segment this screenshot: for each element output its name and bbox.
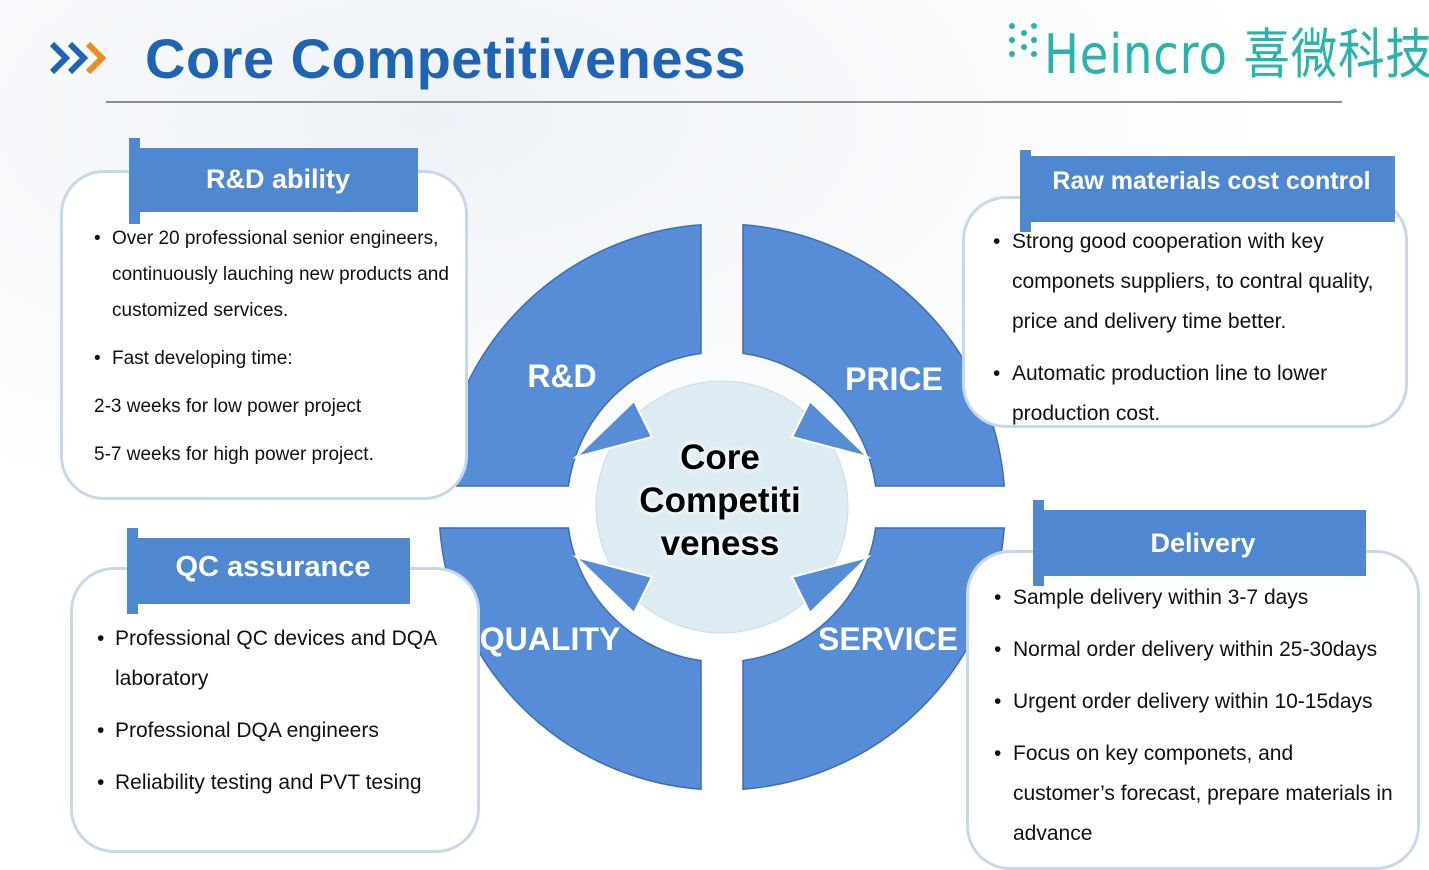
bullet-text-line: advance <box>1013 822 1093 845</box>
bullet-text-line: Reliability testing and PVT tesing <box>115 771 422 794</box>
bullet-marker: • <box>97 719 105 742</box>
bullet-item: • Professional DQA engineers <box>97 711 467 751</box>
segment-label-quality: QUALITY <box>479 621 621 657</box>
bullet-marker: • <box>94 228 101 249</box>
price-tag-bar <box>1020 150 1031 232</box>
segment-label-rd: R&D <box>527 358 597 394</box>
center-line: Competiti <box>639 481 801 520</box>
segment-label-price: PRICE <box>845 361 943 397</box>
bullet-text-line: Sample delivery within 3-7 days <box>1013 586 1309 609</box>
bullet-text-line: Professional QC devices and DQA <box>115 627 438 650</box>
bullet-text-line: Professional DQA engineers <box>115 719 379 742</box>
segment-service-arrow <box>790 555 872 615</box>
delivery-tag-bar <box>1033 500 1044 586</box>
qc-heading: QC assurance <box>136 538 410 604</box>
bullet-text-line: Normal order delivery within 25-30days <box>1013 638 1378 661</box>
rd-tag-bar <box>129 138 140 224</box>
bullet-text-line: customized services. <box>112 300 289 321</box>
rd-heading: R&D ability <box>138 148 418 212</box>
bullet-text-line: customer’s forecast, prepare materials i… <box>1013 782 1393 805</box>
price-heading: Raw materials cost control <box>1028 156 1395 222</box>
bullet-text-line: 5-7 weeks for high power project. <box>94 444 374 465</box>
segment-quality <box>438 527 702 791</box>
bullet-marker: • <box>97 771 105 794</box>
bullet-text-line: continuously lauching new products and <box>112 264 449 285</box>
bullet-item: • Focus on key componets, and customer’s f… <box>994 734 1414 854</box>
bullet-text-line: Over 20 professional senior engineers, <box>112 228 439 249</box>
bullet-item: • Sample delivery within 3-7 days <box>994 578 1414 618</box>
center-line: veness <box>660 524 780 563</box>
bullet-marker: • <box>994 690 1002 713</box>
company-logo: Heincro 喜微科技 <box>1000 8 1429 86</box>
center-line: Core <box>680 438 760 477</box>
chevron-arrows-icon <box>49 41 107 75</box>
center-title: Core Competiti veness <box>600 436 840 565</box>
bullet-marker: • <box>94 348 101 369</box>
segment-price <box>742 223 1006 487</box>
bullet-text-line: Urgent order delivery within 10-15days <box>1013 690 1373 713</box>
bullet-text-line: production cost. <box>1012 402 1161 425</box>
qc-tag-bar <box>127 528 138 614</box>
bullet-item: 2-3 weeks for low power project <box>94 389 466 425</box>
bullet-text-line: Focus on key componets, and <box>1013 742 1294 765</box>
bullet-item: • Over 20 professional senior engineers, c… <box>94 221 466 329</box>
segment-rd-arrow <box>572 399 654 459</box>
segment-label-service: SERVICE <box>818 621 958 657</box>
rd-card <box>60 170 468 500</box>
bullet-text-line: componets suppliers, to contral quality, <box>1012 270 1374 293</box>
bullet-item: • Strong good cooperation with key compone… <box>993 222 1403 342</box>
bullet-text-line: 2-3 weeks for low power project <box>94 396 362 417</box>
bullet-item: • Normal order delivery within 25-30days <box>994 630 1414 670</box>
header-divider <box>106 101 1342 103</box>
bullet-item: • Fast developing time: <box>94 341 466 377</box>
bullet-marker: • <box>994 638 1002 661</box>
bullet-item: • Reliability testing and PVT tesing <box>97 763 467 803</box>
logo-wordmark: Heincro 喜微科技 <box>1044 23 1429 86</box>
center-hub <box>595 380 849 634</box>
logo-dots-icon <box>1009 23 1037 57</box>
segment-quality-arrow <box>572 555 654 615</box>
segment-price-arrow <box>790 399 872 459</box>
bullet-item: 5-7 weeks for high power project. <box>94 437 466 473</box>
bullet-marker: • <box>993 230 1001 253</box>
bullet-item: • Urgent order delivery within 10-15days <box>994 682 1414 722</box>
bullet-text-line: price and delivery time better. <box>1012 310 1287 333</box>
page-title: Core Competitiveness <box>145 27 747 90</box>
bullet-marker: • <box>994 742 1002 765</box>
delivery-heading: Delivery <box>1040 510 1366 576</box>
bullet-item: • Professional QC devices and DQA laborato… <box>97 619 467 699</box>
bullet-text-line: Fast developing time: <box>112 348 293 369</box>
bullet-item: • Automatic production line to lower produ… <box>993 354 1403 434</box>
bullet-text-line: laboratory <box>115 667 209 690</box>
bullet-marker: • <box>993 362 1001 385</box>
bullet-marker: • <box>994 586 1002 609</box>
bullet-marker: • <box>97 627 105 650</box>
bullet-text-line: Automatic production line to lower <box>1012 362 1328 385</box>
delivery-card <box>966 550 1420 870</box>
bullet-text-line: Strong good cooperation with key <box>1012 230 1324 253</box>
